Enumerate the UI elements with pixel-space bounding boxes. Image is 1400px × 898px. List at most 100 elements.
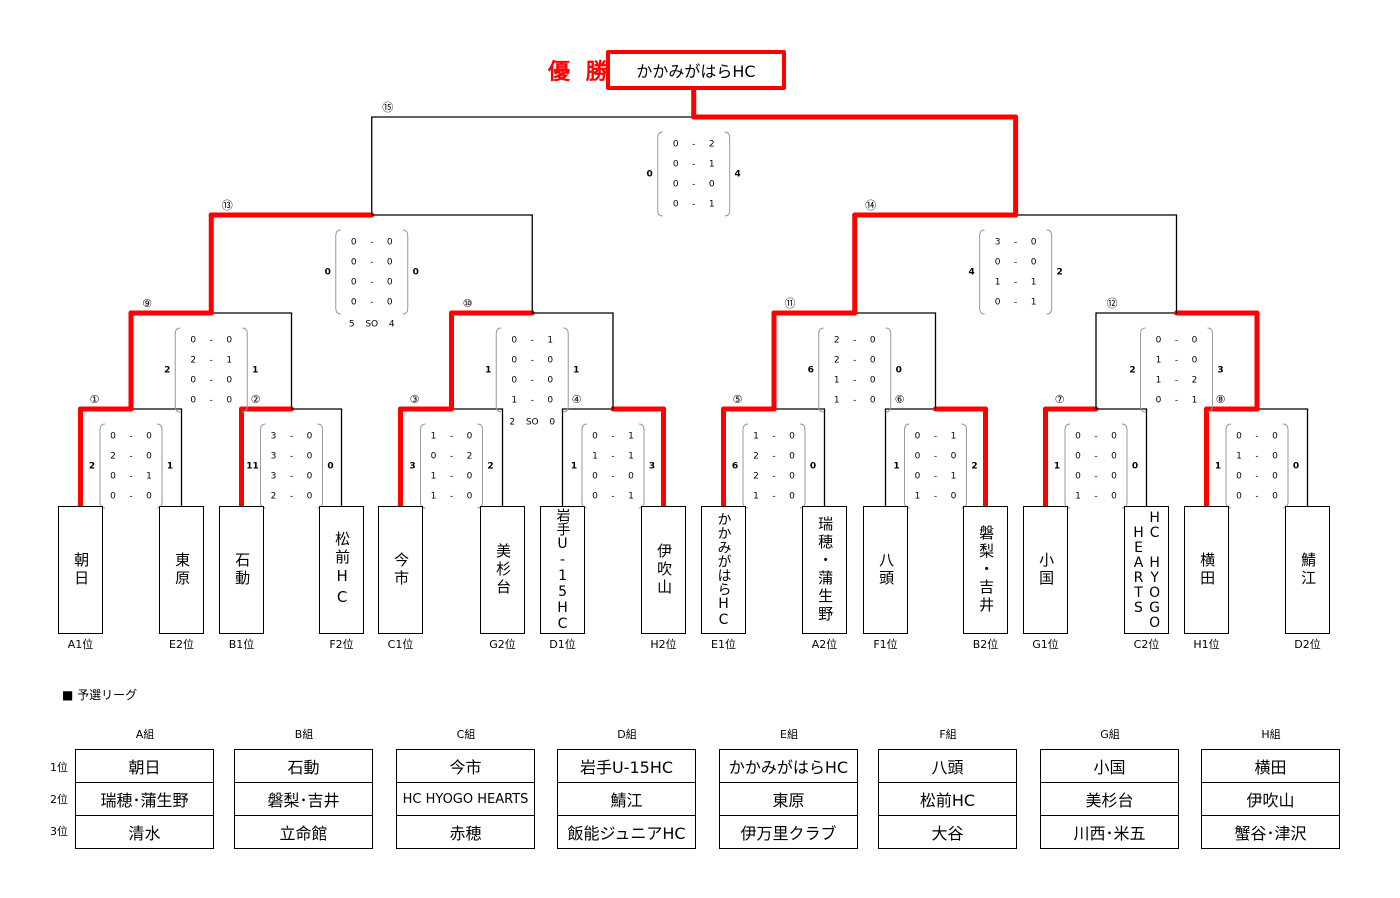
- team-seed: C2位: [1133, 638, 1160, 651]
- group-rank-2-team: 鯖江: [558, 782, 695, 815]
- group-rank-3-team: 川西･米五: [1041, 815, 1178, 848]
- period-2-left-score: 1: [1236, 452, 1242, 462]
- team-name: 八頭: [877, 552, 896, 588]
- score-paren-right: [1046, 229, 1053, 315]
- period-2-right-score: 0: [387, 258, 393, 268]
- period-4-right-score: 0: [789, 492, 795, 502]
- period-2-left-score: 0: [1075, 452, 1081, 462]
- period-3-left-score: 0: [190, 376, 196, 386]
- match-number-13: ⑬: [222, 199, 233, 212]
- match-number-12: ⑫: [1107, 297, 1118, 310]
- period-4-left-score: 0: [673, 200, 679, 210]
- match-7-left-total: 1: [1054, 462, 1060, 472]
- group-rank-2-team: 磐梨･吉井: [235, 782, 372, 815]
- team-box: 岩手U-15HC: [540, 506, 585, 634]
- period-4-left-score: 2: [271, 492, 277, 502]
- group-rank-3-team: 立命館: [235, 815, 372, 848]
- period-4-right-score: 0: [226, 396, 232, 406]
- score-paren-right: [563, 327, 569, 413]
- team-name: 石動: [233, 552, 252, 588]
- team-seed: C1位: [387, 638, 414, 651]
- score-paren-right: [885, 327, 892, 413]
- group-rank-3-team: 蟹谷･津沢: [1202, 815, 1339, 848]
- team-seed: F2位: [329, 638, 354, 651]
- group-rank-1-team: 小国: [1093, 758, 1126, 777]
- period-4-left-score: 0: [190, 396, 196, 406]
- score-paren-left: [335, 229, 341, 315]
- score-paren-left: [1225, 423, 1232, 509]
- group-table: 朝日瑞穂･蒲生野清水: [75, 749, 214, 849]
- period-3-right-score: 0: [1111, 472, 1117, 482]
- match-number-4: ④: [572, 393, 582, 406]
- period-4-right-score: 1: [1192, 396, 1198, 406]
- period-1-left-score: 1: [431, 432, 437, 442]
- period-1-right-score: 0: [1192, 336, 1198, 346]
- rank-label-2: 2位: [50, 793, 68, 806]
- period-dash: -: [1014, 278, 1017, 288]
- group-label: D組: [617, 728, 637, 741]
- group-rank-2-team: 松前HC: [879, 782, 1016, 815]
- period-dash: -: [772, 432, 775, 442]
- period-4-left-score: 0: [1156, 396, 1162, 406]
- period-dash: -: [934, 492, 937, 502]
- team-seed: A1位: [67, 638, 94, 651]
- period-4-left-score: 1: [431, 492, 437, 502]
- match-9-right-total: 1: [252, 366, 258, 376]
- team-name: HC HYOGO HEARTS: [1130, 510, 1163, 630]
- period-dash: -: [450, 492, 453, 502]
- period-dash: -: [210, 396, 213, 406]
- period-dash: -: [611, 452, 614, 462]
- period-dash: -: [1094, 432, 1097, 442]
- period-dash: -: [129, 432, 132, 442]
- period-4-left-score: 0: [592, 492, 598, 502]
- period-4-left-score: 0: [1236, 492, 1242, 502]
- period-dash: -: [1094, 472, 1097, 482]
- period-4-right-score: 0: [307, 492, 313, 502]
- match-13-right-total: 0: [413, 268, 419, 278]
- period-2-left-score: 0: [511, 356, 517, 366]
- period-4-right-score: 0: [1272, 492, 1278, 502]
- period-1-right-score: 1: [628, 432, 634, 442]
- match-5-right-total: 0: [810, 462, 816, 472]
- match-number-14: ⑭: [865, 199, 876, 212]
- team-box: HC HYOGO HEARTS: [1124, 506, 1169, 634]
- period-dash: -: [692, 160, 695, 170]
- score-paren-right: [477, 423, 483, 509]
- period-3-right-score: 0: [1272, 472, 1278, 482]
- period-2-right-score: 0: [307, 452, 313, 462]
- period-dash: -: [692, 180, 695, 190]
- period-2-right-score: 0: [1192, 356, 1198, 366]
- match-15-left-total: 0: [647, 170, 653, 180]
- team-seed: G2位: [489, 638, 516, 651]
- match-number-2: ②: [251, 393, 261, 406]
- team-name: 磐梨・吉井: [977, 525, 996, 615]
- score-paren-left: [99, 423, 106, 509]
- group-rank-1-team: 石動: [287, 758, 320, 777]
- period-4-right-score: 0: [467, 492, 473, 502]
- period-1-left-score: 2: [834, 336, 840, 346]
- period-1-left-score: 3: [995, 238, 1001, 248]
- period-dash: -: [692, 140, 695, 150]
- team-box: 横田: [1184, 506, 1229, 634]
- period-4-right-score: 0: [387, 298, 393, 308]
- match-number-10: ⑩: [463, 297, 473, 310]
- period-dash: -: [772, 472, 775, 482]
- match-number-7: ⑦: [1055, 393, 1065, 406]
- score-paren-left: [260, 423, 266, 509]
- period-3-right-score: 1: [146, 472, 152, 482]
- match-6-left-total: 1: [893, 462, 899, 472]
- team-box: 今市: [378, 506, 423, 634]
- period-dash: -: [1255, 452, 1258, 462]
- match-8-right-total: 0: [1293, 462, 1299, 472]
- team-box: 小国: [1023, 506, 1068, 634]
- team-seed: D2位: [1294, 638, 1321, 651]
- group-label: A組: [135, 728, 155, 741]
- match-3-right-total: 2: [487, 462, 493, 472]
- match-8-left-total: 1: [1215, 462, 1221, 472]
- team-seed: E2位: [169, 638, 194, 651]
- score-paren-right: [724, 131, 731, 217]
- match-13-left-total: 0: [325, 268, 331, 278]
- group-label: B組: [294, 728, 314, 741]
- period-4-left-score: 0: [995, 298, 1001, 308]
